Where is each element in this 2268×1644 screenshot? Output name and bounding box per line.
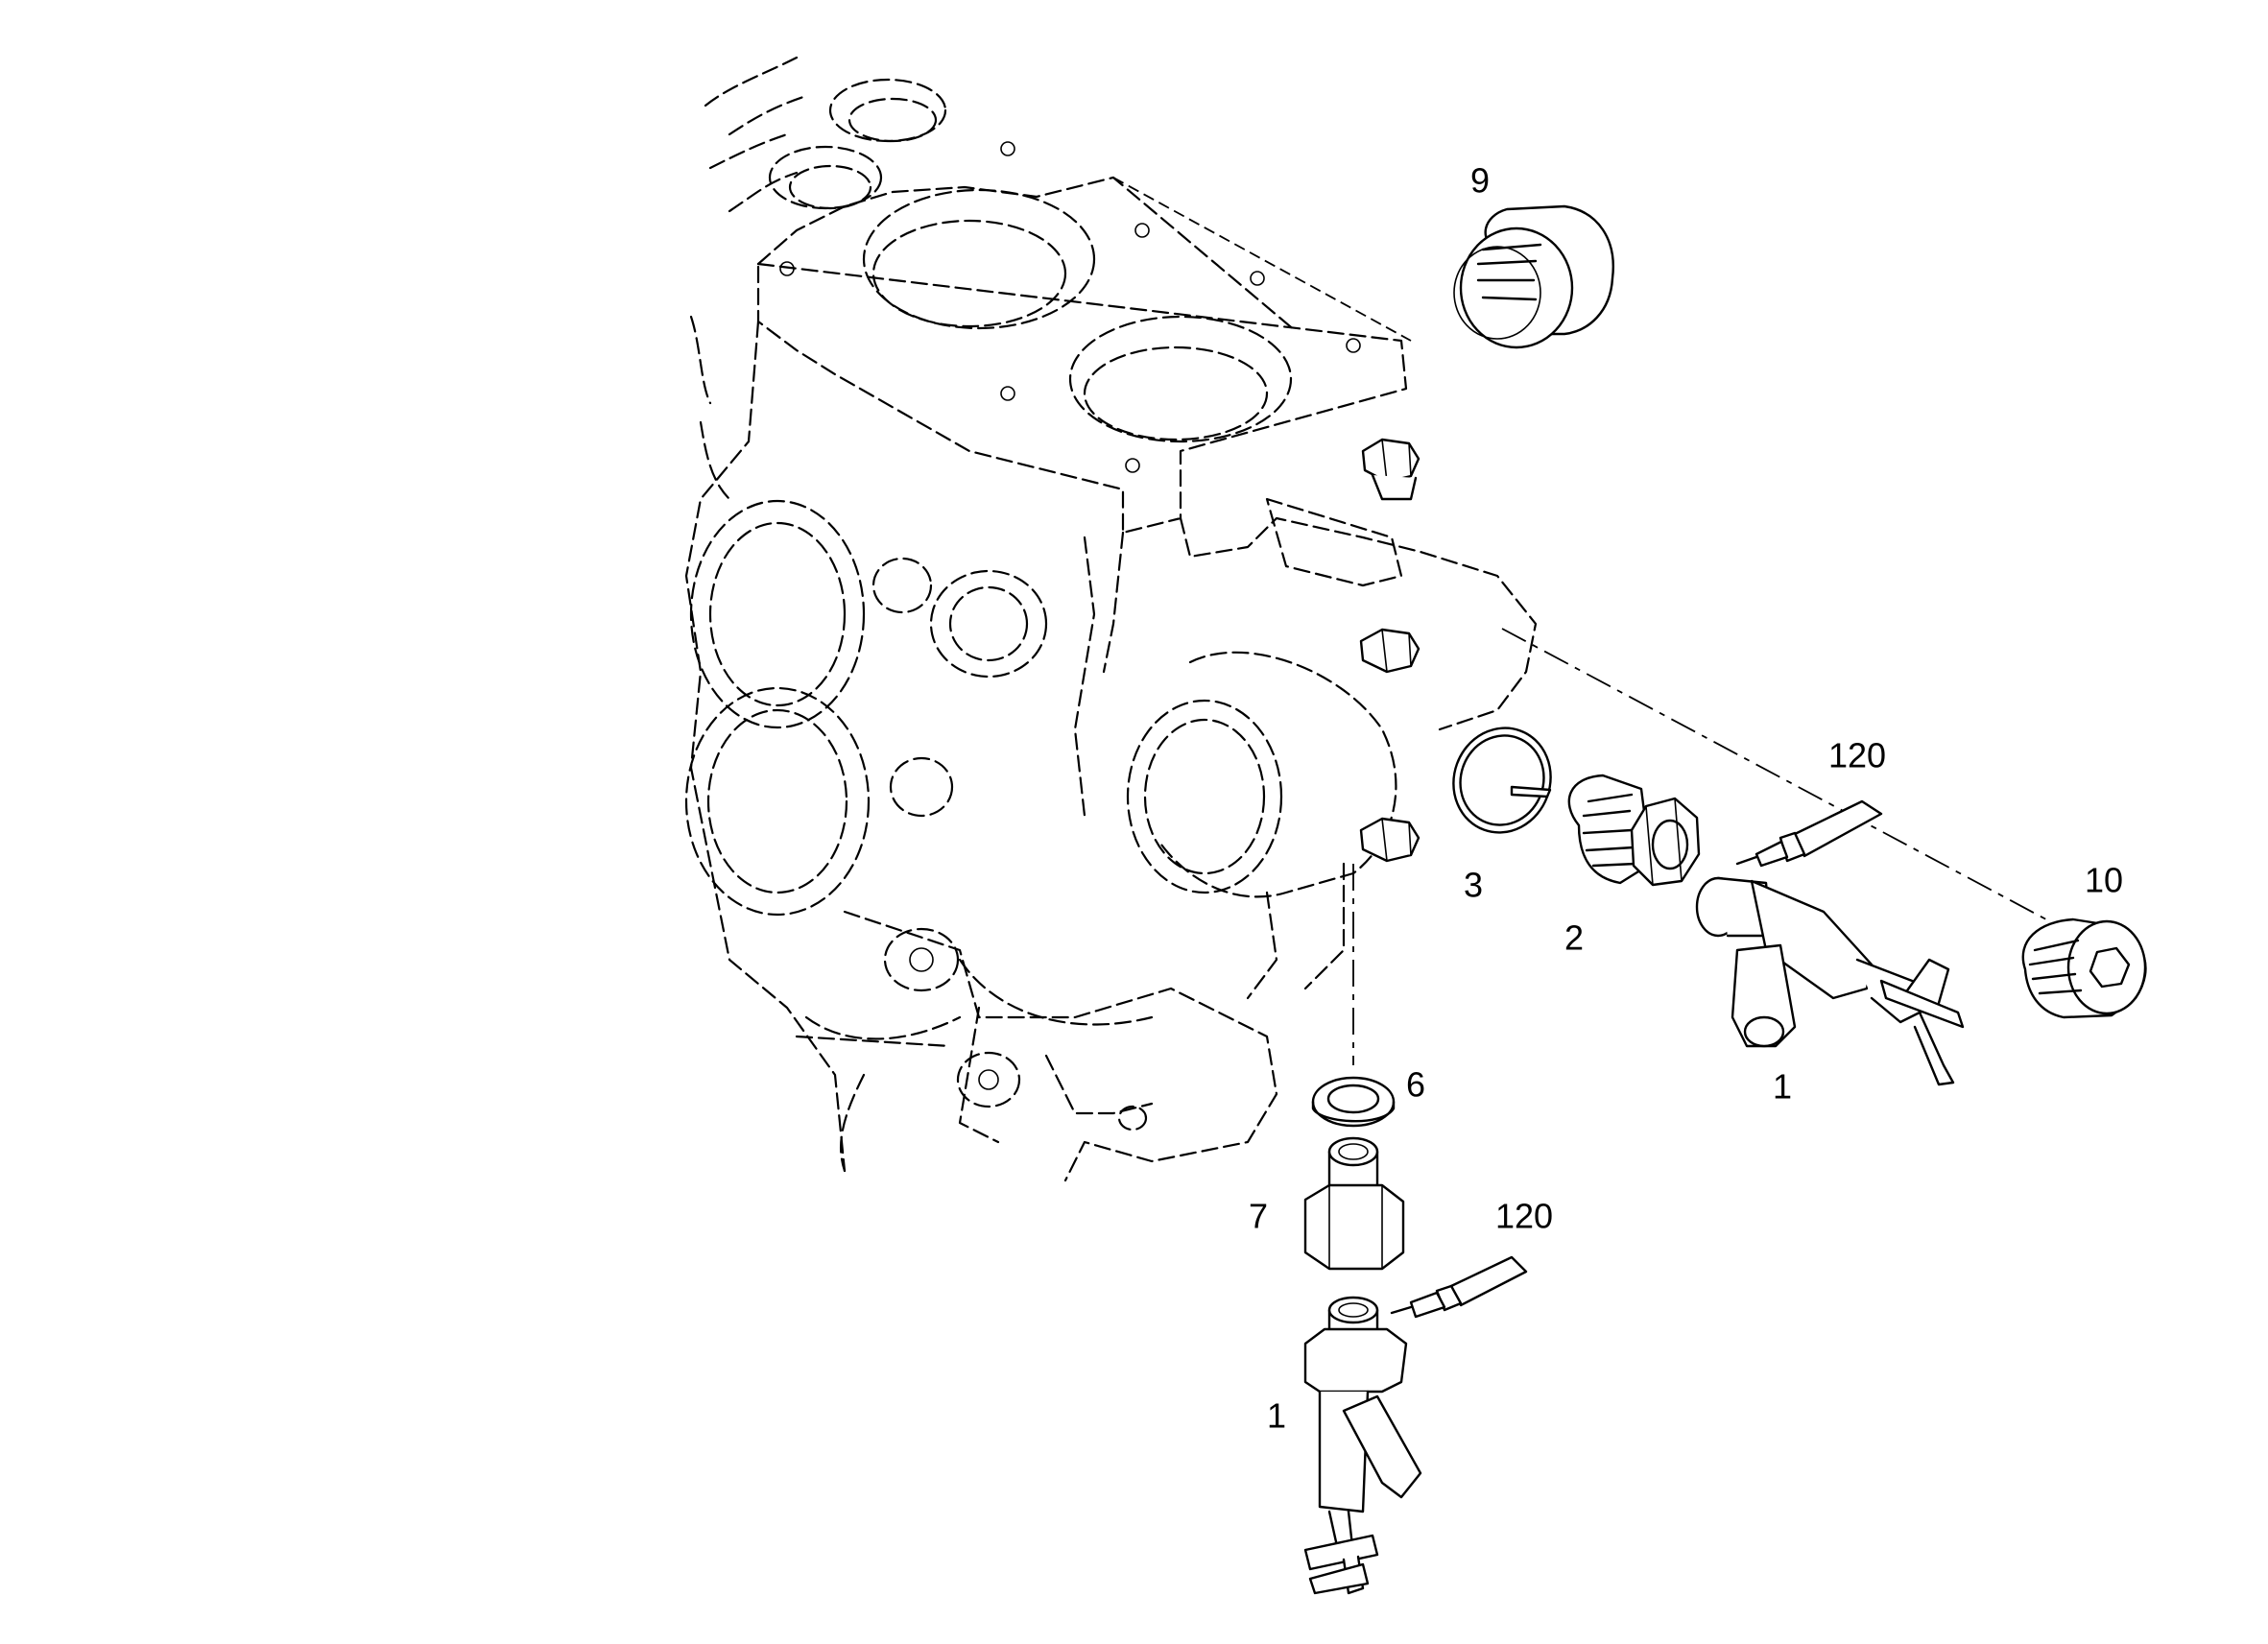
part-3-snap-ring <box>1452 727 1552 834</box>
callout-7: 7 <box>1249 1197 1268 1236</box>
part-120-sealant-tube-bottom <box>1390 1255 1528 1319</box>
callout-3: 3 <box>1464 866 1483 905</box>
engine-block-phantom <box>684 56 1538 1182</box>
block-bolt-upper <box>1361 438 1420 501</box>
callout-2: 2 <box>1564 918 1584 958</box>
callout-9: 9 <box>1470 161 1490 201</box>
part-120-sealant-tube-right <box>1735 799 1883 868</box>
part-6-sealing-washer <box>1311 1076 1396 1128</box>
part-1-drain-cock-right <box>1695 876 1965 1086</box>
block-bolt-middle <box>1359 628 1420 674</box>
part-9-core-plug <box>1453 204 1614 349</box>
callout-10: 10 <box>2085 861 2123 900</box>
callout-120-right: 120 <box>1828 736 1886 775</box>
callout-120-bottom: 120 <box>1495 1197 1553 1236</box>
part-7-hex-adapter <box>1303 1136 1405 1271</box>
part-10-hex-socket-plug <box>2021 917 2147 1019</box>
part-1-drain-cock-bottom <box>1303 1296 1422 1595</box>
assembly-leader-lines <box>1352 628 2060 1065</box>
callout-6: 6 <box>1406 1065 1425 1105</box>
callout-1-right: 1 <box>1773 1067 1792 1107</box>
block-bolt-lower <box>1359 817 1420 863</box>
part-2-threaded-adapter <box>1567 774 1701 887</box>
callout-1-bottom: 1 <box>1267 1396 1286 1436</box>
callout-labels: 9 3 2 120 10 1 6 7 120 1 <box>1249 161 2123 1436</box>
